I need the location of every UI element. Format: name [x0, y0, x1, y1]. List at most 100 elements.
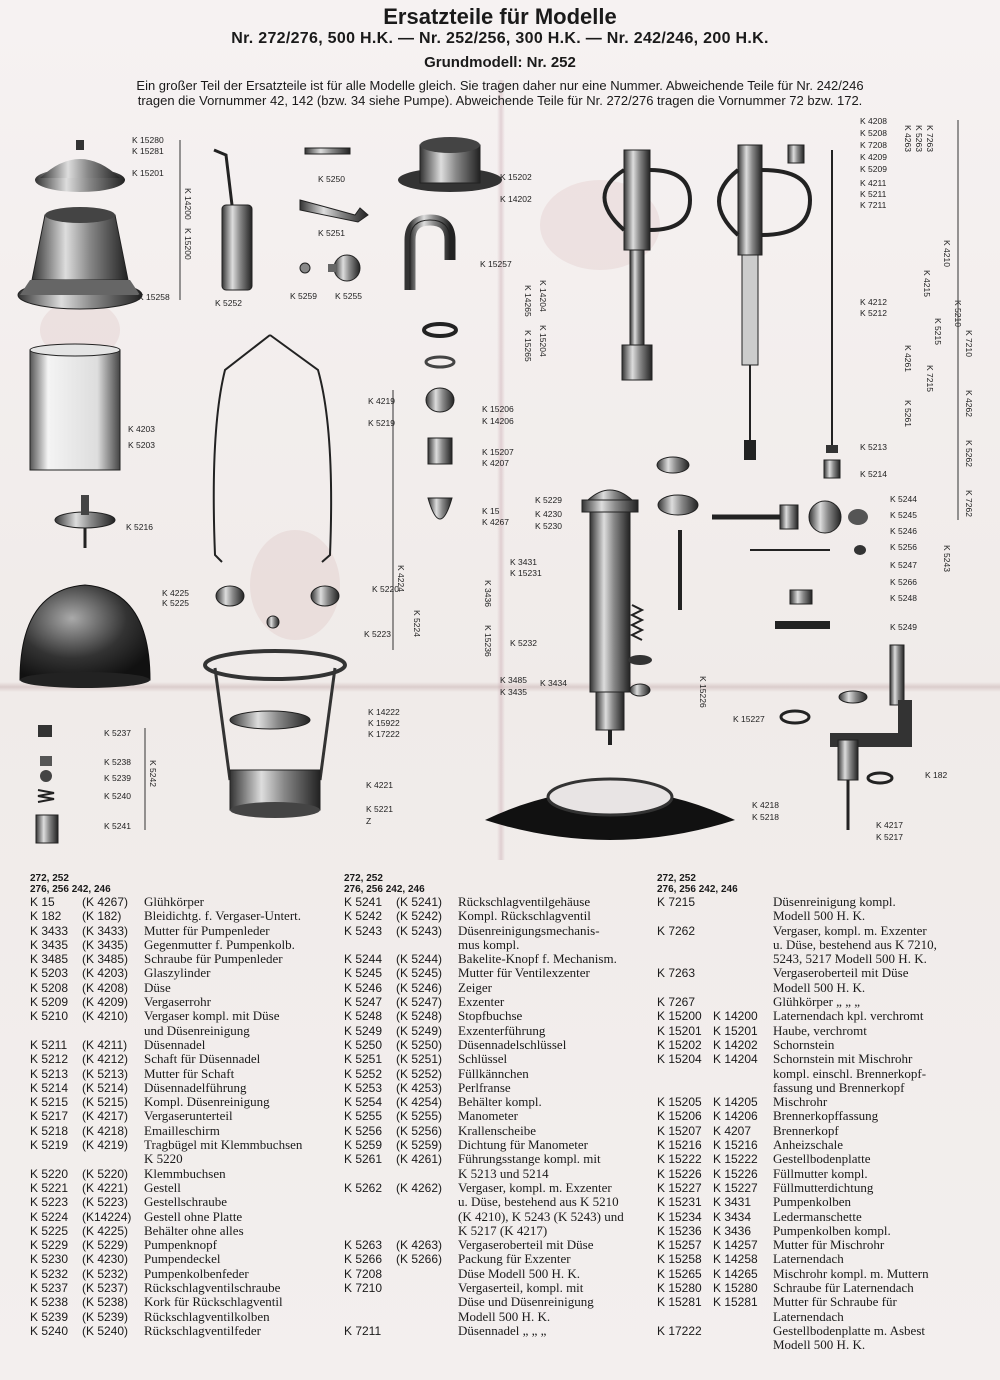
- part-code: K 5218: [30, 1123, 69, 1138]
- alt-part-code: K 15216: [713, 1138, 758, 1153]
- label-k4218: K 4218: [752, 800, 779, 810]
- part-description: K 5217 (K 4217): [458, 1222, 548, 1238]
- part-code: K 5237: [30, 1281, 69, 1296]
- part-code: K 5250: [344, 1037, 383, 1052]
- table-row: K 15(K 4267)Glühkörper: [30, 894, 354, 909]
- part-description: Mutter für Pumpenleder: [144, 922, 270, 938]
- table-row: K 5219(K 4219)Tragbügel mit Klemmbuchsen: [30, 1137, 354, 1153]
- part-code: K 5220: [30, 1166, 69, 1181]
- alt-part-code: K 14258: [713, 1252, 758, 1267]
- part-code: K 5238: [30, 1295, 69, 1310]
- table-row: K 5252(K 5252)Füllkännchen: [344, 1066, 658, 1081]
- part-description: Rückschlagventilgehäuse: [458, 894, 591, 909]
- part-description: Vergaserteil, kompl. mit: [458, 1280, 584, 1296]
- label-k4212: K 4212: [860, 297, 887, 307]
- part-code: [344, 1224, 396, 1238]
- table-row: K 5266(K 5266)Packung für Exzenter: [344, 1252, 658, 1267]
- eccentric-mechanism-icon: [712, 500, 868, 629]
- label-k5230: K 5230: [535, 521, 562, 531]
- alt-part-code: [713, 995, 773, 1009]
- alt-part-code: (K 5242): [396, 909, 443, 924]
- part-description: Behälter kompl.: [458, 1094, 542, 1110]
- alt-part-code: (K 5252): [396, 1066, 443, 1081]
- part-code: K 5249: [344, 1023, 383, 1038]
- part-code: K 5215: [30, 1095, 69, 1110]
- label-k3431: K 3431: [510, 557, 537, 567]
- alt-part-code: (K 5246): [396, 980, 443, 995]
- part-description: Gestellbodenplatte m. Asbest: [773, 1322, 926, 1338]
- table-row: K 5213 und 5214: [344, 1166, 658, 1181]
- table-row: und Düsenreinigung: [30, 1022, 354, 1038]
- table-row: K 5230(K 4230)Pumpendeckel: [30, 1252, 354, 1267]
- part-code: K 5253: [344, 1080, 383, 1095]
- table-row: K 5255(K 5255)Manometer: [344, 1109, 658, 1124]
- part-description: Stopfbuchse: [458, 1008, 523, 1024]
- table-row: K 5214(K 5214)Düsennadelführung: [30, 1080, 354, 1095]
- table-row: K 182(K 182)Bleidichtg. f. Vergaser-Unte…: [30, 908, 354, 923]
- alt-part-code: [396, 1310, 458, 1324]
- alt-part-code: (K 3433): [82, 923, 129, 938]
- part-code: K 5262: [344, 1180, 383, 1195]
- part-code: K 15216: [657, 1138, 702, 1153]
- label-k5219: K 5219: [368, 418, 395, 428]
- intro-line-1: Ein großer Teil der Ersatzteile ist für …: [136, 78, 864, 93]
- part-code: K 5219: [30, 1138, 69, 1153]
- part-code: K 5254: [344, 1095, 383, 1110]
- part-description: Kork für Rückschlagventil: [144, 1294, 283, 1310]
- alt-part-code: [713, 952, 773, 966]
- label-k5212: K 5212: [860, 308, 887, 318]
- intro-line-2: tragen die Vornummer 42, 142 (bzw. 34 si…: [137, 93, 863, 108]
- part-code: [657, 938, 713, 952]
- alt-part-code: K 14206: [713, 1109, 758, 1124]
- label-k15258: K 15258: [138, 292, 170, 302]
- alt-part-code: (K 4254): [396, 1095, 443, 1110]
- table-row: K 5229(K 5229)Pumpenknopf: [30, 1237, 354, 1252]
- table-row: K 3433(K 3433)Mutter für Pumpenleder: [30, 922, 354, 938]
- part-code: K 17222: [657, 1323, 702, 1338]
- table-row: K 5215(K 5215)Kompl. Düsenreinigung: [30, 1094, 354, 1110]
- label-k5209: K 5209: [860, 164, 887, 174]
- part-code: [344, 1167, 396, 1181]
- part-description: Modell 500 H. K.: [458, 1308, 551, 1324]
- part-code: K 15207: [657, 1123, 702, 1138]
- table-row: K 5244(K 5244)Bakelite-Knopf f. Mechanis…: [344, 951, 658, 966]
- table-row: K 5246(K 5246)Zeiger: [344, 980, 658, 995]
- alt-part-code: (K 5223): [82, 1195, 129, 1210]
- table-row: K 5217 (K 4217): [344, 1222, 658, 1238]
- part-code: K 5251: [344, 1052, 383, 1067]
- part-description: und Düsenreinigung: [144, 1022, 250, 1038]
- table-row: K 17222 Gestellbodenplatte m. Asbest: [657, 1322, 983, 1338]
- label-v7215: K 7215: [925, 365, 935, 392]
- part-code: [30, 1152, 82, 1166]
- label-k14222: K 14222: [368, 707, 400, 717]
- table-row: K 5213(K 5213)Mutter für Schaft: [30, 1066, 354, 1081]
- part-description: 5243, 5217 Modell 500 H. K.: [773, 951, 927, 967]
- label-v15200: K 15200: [183, 228, 193, 260]
- label-k5237: K 5237: [104, 728, 131, 738]
- part-code: K 5208: [30, 980, 69, 995]
- part-code: K 5217: [30, 1109, 69, 1124]
- label-v15226: K 15226: [698, 676, 708, 708]
- table-row: K 5247(K 5247)Exzenter: [344, 994, 658, 1009]
- part-description: Pumpenkolben kompl.: [773, 1222, 891, 1238]
- part-code: [657, 1081, 713, 1095]
- part-code: K 3485: [30, 952, 69, 967]
- label-k5211: K 5211: [860, 189, 887, 199]
- label-k5213: K 5213: [860, 442, 887, 452]
- alt-part-code: (K 4211): [82, 1037, 128, 1052]
- table-row: K 5253(K 4253)Perlfranse: [344, 1080, 658, 1095]
- part-code: [344, 1210, 396, 1224]
- table-row: u. Düse, bestehend aus K 5210: [344, 1194, 658, 1209]
- label-v4224: K 4224: [396, 565, 406, 592]
- part-description: Führungsstange kompl. mit: [458, 1151, 601, 1167]
- table-row: K 5262(K 4262)Vergaser, kompl. m. Exzent…: [344, 1180, 658, 1195]
- alt-part-code: (K 5238): [82, 1295, 129, 1310]
- table-row: kompl. einschl. Brennerkopf-: [657, 1066, 983, 1081]
